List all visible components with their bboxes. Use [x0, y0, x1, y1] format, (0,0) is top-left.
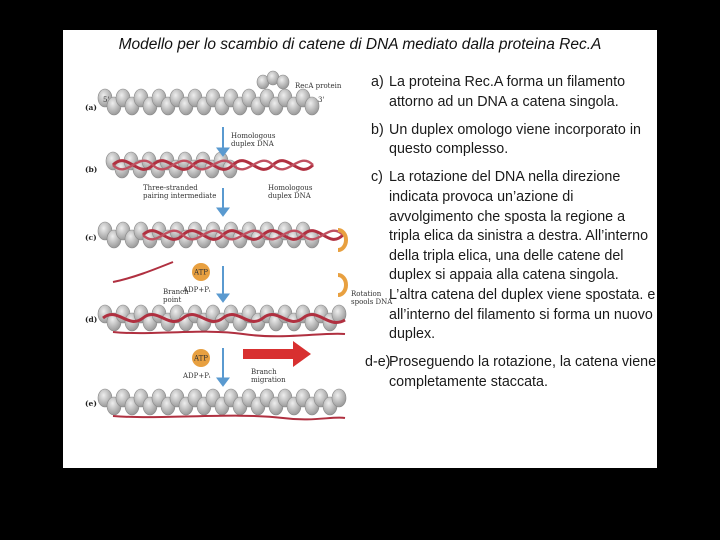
displaced-strand-d — [112, 330, 346, 338]
slide: Modello per lo scambio di catene di DNA … — [63, 30, 657, 468]
atp-badge-c — [192, 263, 210, 281]
reca-subunit — [331, 388, 347, 408]
panel-label-a: (a) — [85, 103, 97, 112]
caption-item-a: a) La proteina Rec.A forma un filamento … — [366, 73, 657, 112]
caption-label-a: a) — [371, 74, 384, 90]
free-reca-subunit — [276, 74, 290, 90]
homologous-duplex-b-label-2: duplex DNA — [268, 192, 312, 200]
atp-label-c: ATP — [193, 269, 208, 277]
reca-subunit — [304, 96, 320, 116]
atp-badge-d — [192, 349, 210, 367]
reca-filament-c — [97, 221, 320, 249]
adp-label-c: ADP+Pᵢ — [182, 286, 211, 294]
rotation-icon — [337, 228, 348, 297]
caption-label-b: b) — [371, 121, 384, 138]
caption-text-a: La proteina Rec.A forma un filamento att… — [389, 74, 626, 110]
reca-filament-e — [97, 388, 347, 416]
three-prime-label-a: 3' — [318, 96, 324, 104]
slide-title: Modello per lo scambio di catene di DNA … — [118, 36, 602, 53]
branch-migration-label-2: migration — [251, 376, 286, 384]
adp-label-d: ADP+Pᵢ — [182, 372, 211, 380]
displaced-strand-e — [112, 414, 346, 421]
reca-strand-exchange-figure: (a) (b) (c) (d) (e) ATP ADP+Pᵢ ATP — [85, 70, 393, 421]
reca-protein-label: RecA protein — [295, 82, 342, 90]
displaced-strand-c — [112, 261, 174, 283]
panel-label-c: (c) — [85, 233, 97, 242]
panel-label-b: (b) — [85, 165, 97, 174]
atp-label-d: ATP — [193, 355, 208, 363]
duplex-dna-d — [102, 313, 346, 324]
caption-item-de: d-e) Proseguendo la rotazione, la catena… — [365, 353, 657, 392]
panel-label-d: (d) — [85, 315, 97, 324]
caption-text-de: Proseguendo la rotazione, la catena vien… — [389, 354, 657, 390]
five-prime-label-a: 5' — [103, 96, 109, 104]
step-arrows — [216, 127, 230, 387]
homologous-duplex-b-label-1: Homologous — [268, 184, 313, 192]
branch-migration-arrow — [243, 341, 311, 367]
three-stranded-label-2: pairing intermediate — [143, 192, 216, 200]
three-stranded-label-1: Three-stranded — [143, 184, 198, 192]
branch-migration-label-1: Branch — [251, 368, 277, 376]
caption: a) La proteina Rec.A forma un filamento … — [365, 73, 657, 401]
caption-item-c: c) La rotazione del DNA nella direzione … — [366, 168, 657, 344]
reca-filament-a — [97, 70, 320, 116]
rotation-label-1: Rotation — [351, 290, 382, 298]
caption-text-c: La rotazione del DNA nella direzione ind… — [389, 169, 656, 343]
caption-label-de: d-e) — [365, 354, 391, 371]
branch-point-label-1: Branch — [163, 288, 189, 296]
branch-point-label-2: point — [163, 296, 181, 304]
caption-item-b: b) Un duplex omologo viene incorporato i… — [366, 121, 657, 160]
caption-text-b: Un duplex omologo viene incorporato in q… — [389, 121, 641, 158]
homologous-duplex-label-1: Homologous — [231, 132, 276, 140]
caption-label-c: c) — [371, 169, 383, 186]
panel-label-e: (e) — [85, 399, 97, 408]
rotation-label-2: spools DNA — [351, 298, 393, 306]
homologous-duplex-label-2: duplex DNA — [231, 140, 275, 148]
duplex-dna-c-2 — [142, 229, 344, 241]
duplex-dna-b-2 — [112, 159, 314, 171]
